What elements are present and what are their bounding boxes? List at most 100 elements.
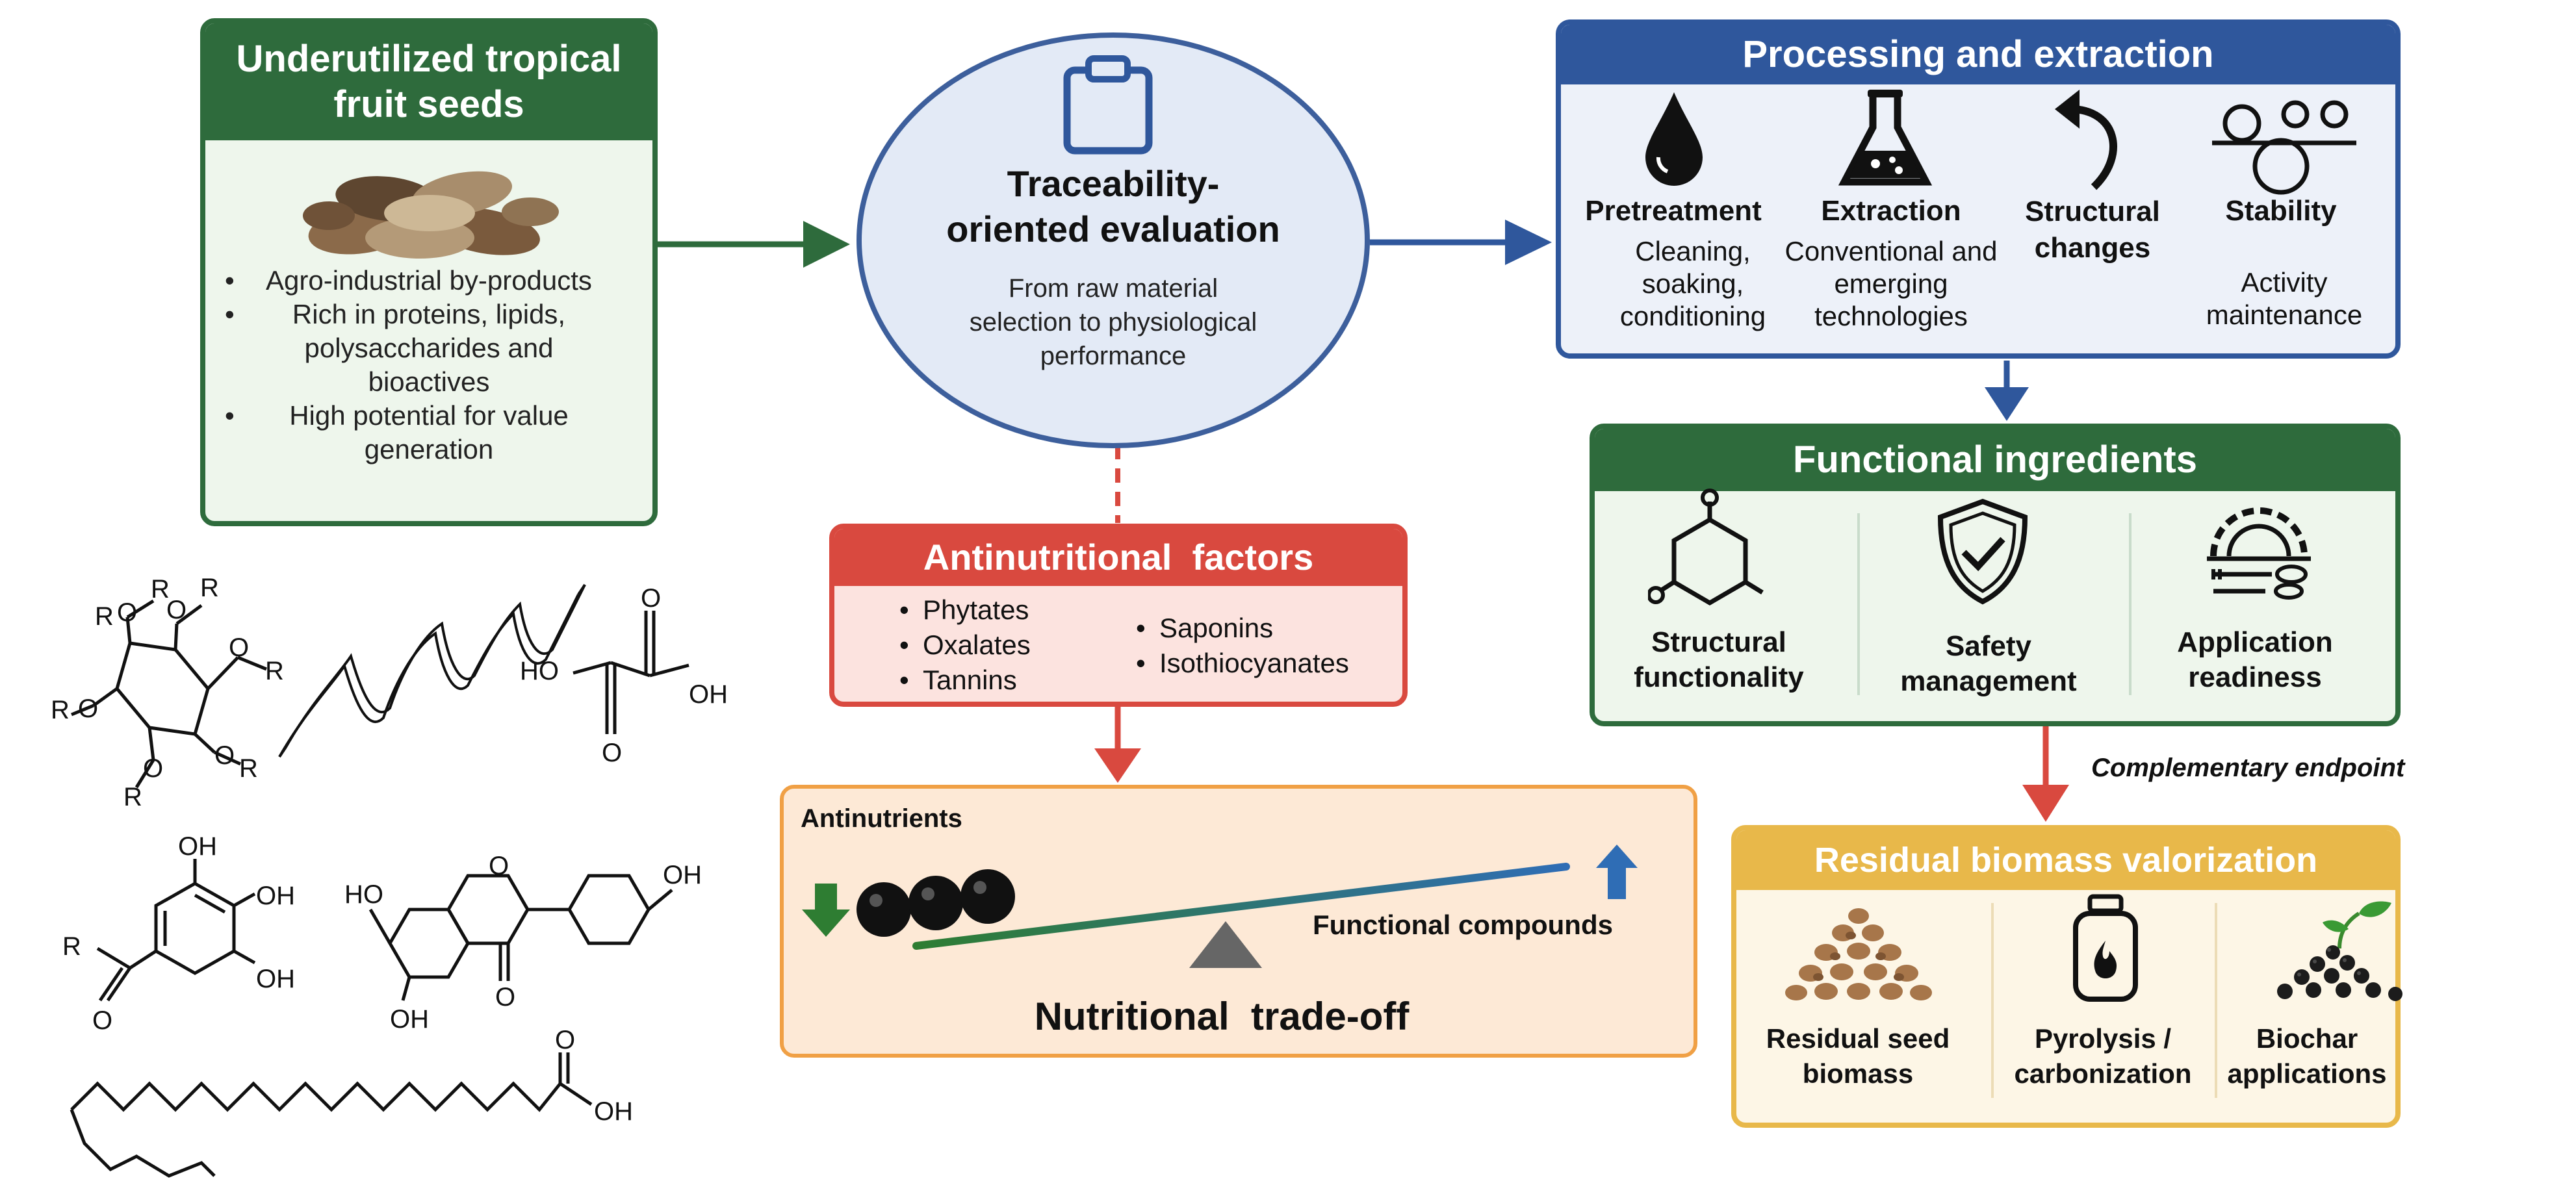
biochar-sprout-icon [2277, 901, 2402, 1001]
shield-check-icon [1937, 498, 2028, 605]
processing-panel: Processing and extraction [1556, 19, 2401, 359]
antinutrient-item: Isothiocyanates [1136, 646, 1349, 681]
functional-structural-label: Structural functionality [1634, 626, 1804, 693]
antinutrient-item: Tannins [899, 663, 1031, 698]
svg-text:OH: OH [256, 965, 295, 993]
svg-text:O: O [602, 739, 622, 767]
seeds-panel: Underutilized tropical fruit seeds Agro-… [200, 18, 658, 526]
flavone-structure [368, 874, 673, 1001]
rollers-icon [2212, 100, 2356, 195]
svg-text:OH: OH [663, 861, 702, 889]
svg-text:R: R [62, 932, 81, 961]
functional-divider [1857, 513, 1860, 695]
step-pretreatment-label: Pretreatment [1585, 195, 1762, 227]
down-arrow-icon [802, 884, 850, 937]
gallate-structure [96, 859, 256, 1002]
traceability-subtitle: From raw material selection to physiolog… [969, 274, 1257, 370]
oxalic-acid-structure [573, 611, 689, 734]
balance-scale [802, 845, 1638, 968]
seed-pile-icon [1785, 908, 1932, 1000]
svg-text:R: R [151, 575, 170, 604]
svg-text:OH: OH [390, 1005, 429, 1034]
residual-seed-label: Residual seed biomass [1766, 1023, 1950, 1089]
svg-text:OH: OH [594, 1097, 633, 1126]
antinutritional-list-1: Phytates Oxalates Tannins [899, 592, 1031, 698]
residual-pyrolysis-label: Pyrolysis / carbonization [2014, 1023, 2192, 1089]
svg-text:O: O [117, 598, 137, 627]
svg-text:R: R [51, 696, 70, 724]
svg-text:HO: HO [520, 657, 559, 685]
svg-text:O: O [489, 852, 509, 880]
step-pretreatment-desc: Cleaning, soaking, conditioning [1619, 236, 1766, 331]
residual-divider [1991, 903, 1994, 1098]
reactor-flame-icon [2073, 894, 2138, 1002]
up-arrow-icon [1596, 845, 1638, 899]
svg-text:O: O [641, 584, 661, 613]
step-stability-label: Stability [2225, 195, 2337, 227]
fatty-acid-structure [70, 1052, 593, 1178]
seeds-bullet: Rich in proteins, lipids, polysaccharide… [225, 298, 633, 399]
oxalic-labels: HO OH O O [520, 584, 728, 767]
svg-text:O: O [143, 754, 163, 783]
seeds-bullets: Agro-industrial by-products Rich in prot… [225, 264, 633, 466]
residual-biochar-label: Biochar applications [2227, 1023, 2387, 1089]
residual-panel: Residual biomass valorization [1731, 825, 2401, 1128]
step-structural-label: Structural changes [2025, 196, 2160, 264]
antinutritional-title: Antinutritional factors [834, 529, 1402, 586]
curved-arrow-icon [2055, 90, 2117, 190]
molecule-icon [1648, 489, 1764, 606]
step-extraction-desc: Conventional and emerging technologies [1784, 236, 1998, 331]
functional-title: Functional ingredients [1595, 429, 2395, 491]
antinutritional-panel: Antinutritional factors Phytates Oxalate… [829, 524, 1408, 707]
svg-text:O: O [214, 741, 235, 770]
helix-structure [278, 583, 586, 758]
antinutritional-list-2: Saponins Isothiocyanates [1136, 611, 1349, 681]
antinutrient-item: Oxalates [899, 628, 1031, 663]
svg-text:O: O [78, 694, 98, 723]
residual-title: Residual biomass valorization [1736, 830, 2395, 890]
svg-text:O: O [92, 1006, 112, 1035]
functional-application-label: Application readiness [2177, 626, 2333, 693]
gear-cutlery-icon [2207, 507, 2311, 600]
functional-compounds-label: Functional compounds [1313, 910, 1613, 940]
svg-text:O: O [555, 1026, 575, 1054]
traceability-circle [857, 32, 1370, 448]
seeds-bullet: Agro-industrial by-products [225, 264, 633, 298]
residual-divider [2215, 903, 2217, 1098]
seeds-pile-icon [303, 171, 559, 259]
flavone-labels: OH O HO OH O [344, 852, 702, 1034]
svg-text:O: O [229, 633, 249, 662]
seeds-bullet: High potential for value generation [225, 399, 633, 466]
svg-text:O: O [495, 983, 515, 1012]
functional-divider [2129, 513, 2132, 695]
antinutrient-item: Saponins [1136, 611, 1349, 646]
seeds-title: Underutilized tropical fruit seeds [205, 23, 652, 140]
svg-text:OH: OH [178, 832, 217, 861]
svg-text:R: R [95, 602, 114, 631]
processing-title: Processing and extraction [1561, 25, 2395, 84]
svg-text:R: R [123, 783, 142, 811]
traceability-title: Traceability-oriented evaluation [946, 163, 1280, 249]
svg-text:R: R [265, 657, 284, 685]
phytate-structure [71, 599, 267, 789]
tradeoff-title: Nutritional trade-off [1034, 995, 1410, 1038]
step-extraction-label: Extraction [1821, 195, 1961, 227]
fatty-acid-labels: O OH [555, 1026, 633, 1126]
svg-text:OH: OH [256, 882, 295, 910]
antinutrients-label: Antinutrients [801, 804, 962, 833]
water-drop-icon [1645, 92, 1703, 186]
antinutrient-item: Phytates [899, 592, 1031, 628]
endpoint-label: Complementary endpoint [2091, 754, 2405, 782]
step-stability-desc: Activity maintenance [2206, 267, 2363, 330]
svg-text:R: R [200, 574, 219, 602]
gallate-labels: OH OH OH R O [62, 832, 295, 1035]
svg-text:R: R [239, 754, 258, 783]
svg-text:OH: OH [689, 680, 728, 709]
svg-text:O: O [166, 596, 187, 624]
flask-icon [1838, 90, 1933, 186]
svg-text:HO: HO [344, 880, 383, 909]
functional-safety-label: Safety management [1900, 630, 2077, 697]
